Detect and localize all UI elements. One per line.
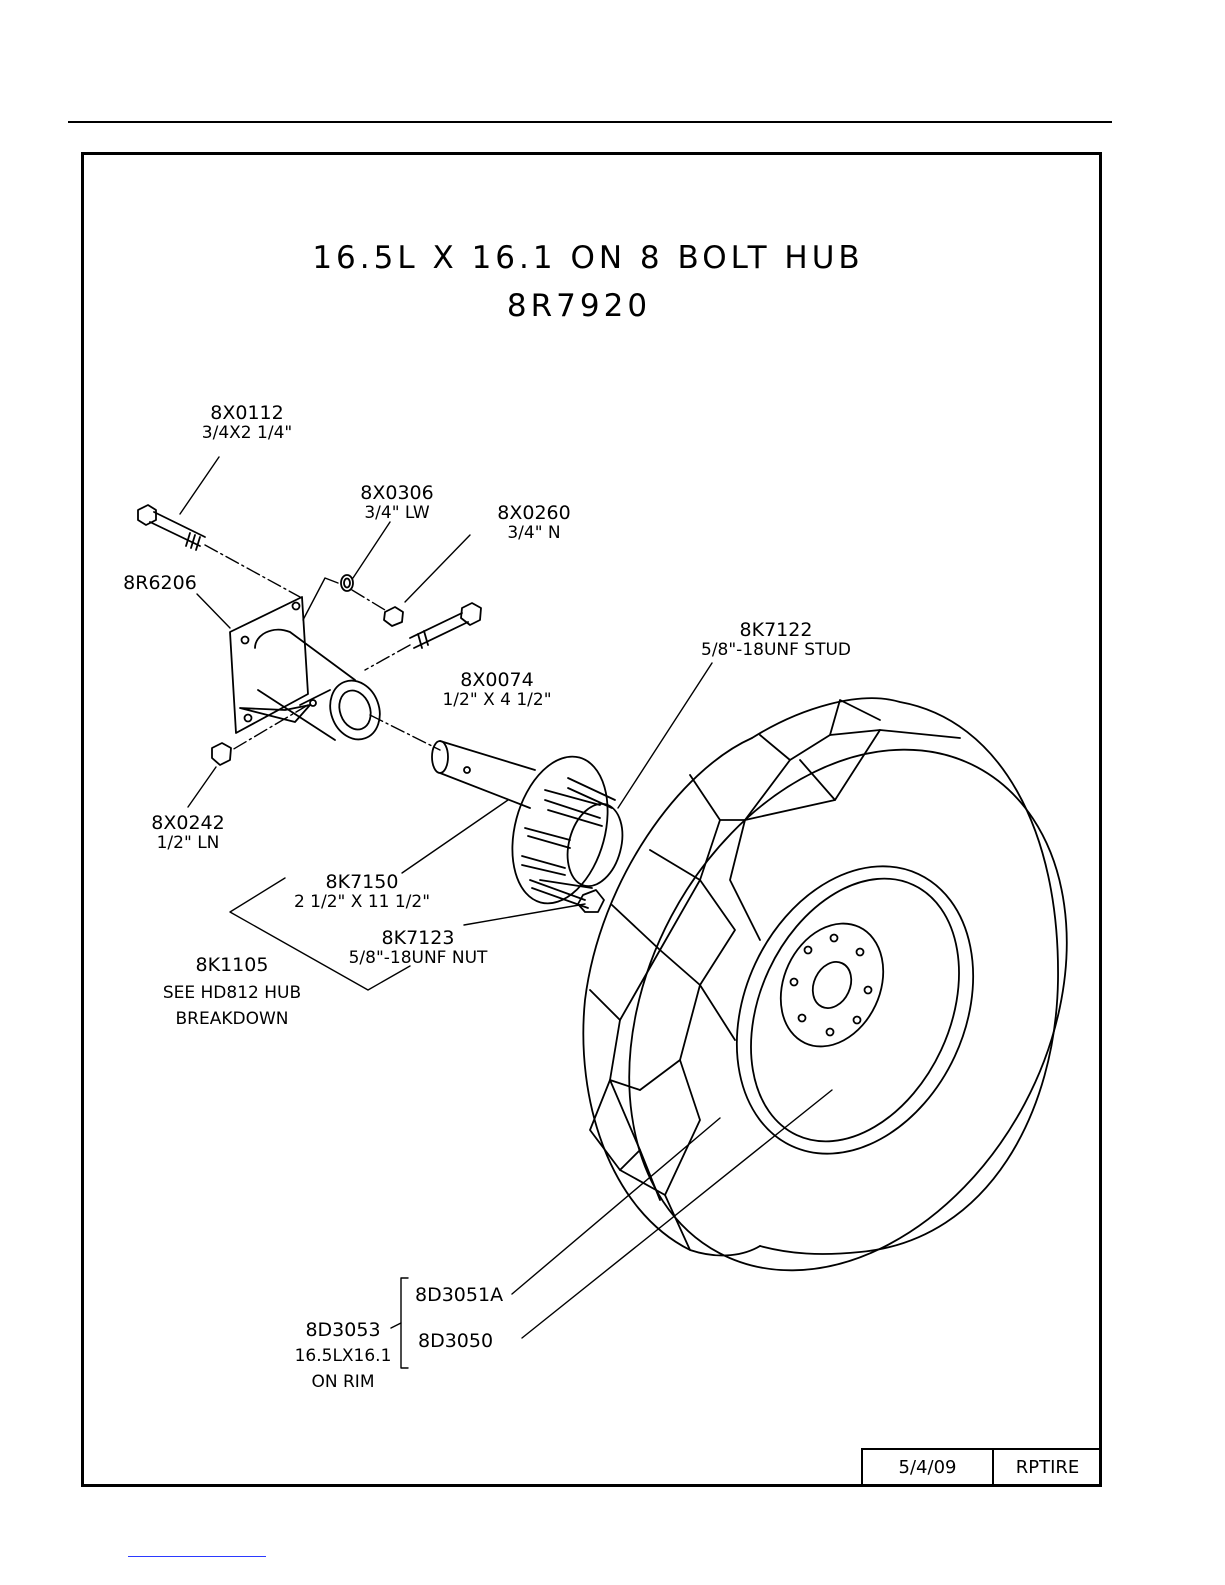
drawing-number: 8R7920 bbox=[507, 288, 651, 324]
tire-illustration bbox=[542, 673, 1153, 1346]
callout-8r6206: 8R6206 bbox=[123, 573, 197, 593]
drawing-code: RPTIRE bbox=[994, 1450, 1101, 1485]
drawing-title: 16.5L X 16.1 ON 8 BOLT HUB bbox=[312, 240, 863, 276]
hub-illustration bbox=[497, 746, 631, 914]
spindle-illustration bbox=[432, 741, 535, 808]
tire-front-edge bbox=[583, 738, 760, 1256]
nut-8x0260 bbox=[384, 607, 403, 626]
mount-illustration bbox=[230, 597, 388, 746]
callout-8k1105: 8K1105 SEE HD812 HUB BREAKDOWN bbox=[163, 955, 301, 1029]
callout-8d3050: 8D3050 bbox=[418, 1330, 493, 1352]
rim-illustration bbox=[692, 828, 1018, 1193]
callout-8d3051a: 8D3051A bbox=[415, 1284, 503, 1306]
bolt-8x0074 bbox=[410, 603, 481, 648]
callout-8d3053: 8D3053 16.5LX16.1 ON RIM bbox=[295, 1320, 392, 1392]
bolt-8x0112 bbox=[138, 505, 205, 550]
leader-lines bbox=[180, 457, 832, 1368]
tire-sidewall bbox=[542, 673, 1153, 1346]
centerlines bbox=[205, 545, 440, 750]
lockwasher-8x0306 bbox=[341, 575, 353, 591]
revision-date: 5/4/09 bbox=[863, 1450, 994, 1485]
locknut-8x0242 bbox=[212, 743, 231, 765]
title-block: 5/4/09 RPTIRE bbox=[861, 1448, 1101, 1485]
footer-link-underline[interactable] bbox=[128, 1556, 266, 1557]
